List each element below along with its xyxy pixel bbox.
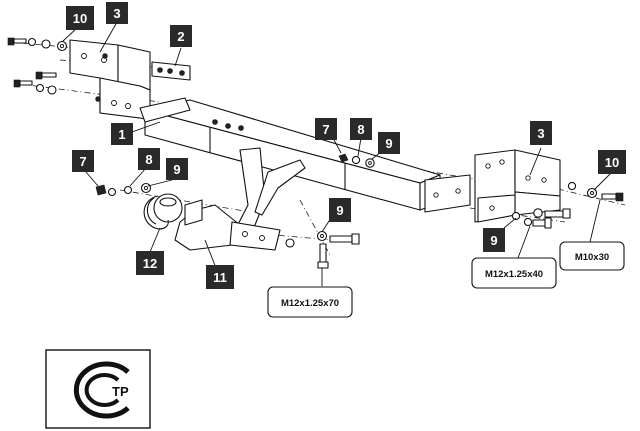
callout-1: 1 xyxy=(111,123,133,145)
certification-mark-icon: ТР xyxy=(45,349,151,429)
spec-box-m12x70: M12x1.25x70 xyxy=(267,286,353,318)
callout-2: 2 xyxy=(170,25,192,47)
callout-10-right: 10 xyxy=(598,150,626,174)
svg-text:9: 9 xyxy=(336,203,343,218)
svg-text:10: 10 xyxy=(73,11,87,26)
svg-text:11: 11 xyxy=(213,270,227,285)
callout-8-left: 8 xyxy=(138,148,160,170)
callout-11: 11 xyxy=(206,265,234,289)
callout-12: 12 xyxy=(136,251,164,275)
spec-box-m10x30: M10x30 xyxy=(559,241,625,271)
left-mounting-bracket xyxy=(69,39,151,121)
svg-text:1: 1 xyxy=(118,127,125,142)
svg-text:9: 9 xyxy=(173,162,180,177)
callout-7-left: 7 xyxy=(72,150,94,172)
safety-loop xyxy=(143,195,169,230)
svg-text:8: 8 xyxy=(145,152,152,167)
callout-3-right: 3 xyxy=(530,121,552,145)
svg-text:M12x1.25x40: M12x1.25x40 xyxy=(485,269,543,280)
callout-3-left: 3 xyxy=(106,2,128,24)
svg-text:12: 12 xyxy=(143,256,157,271)
spec-box-m12x40: M12x1.25x40 xyxy=(471,257,557,289)
svg-text:7: 7 xyxy=(79,154,86,169)
clamp-plate xyxy=(151,61,191,81)
towball-neck-and-bracket xyxy=(153,147,306,251)
svg-text:2: 2 xyxy=(177,29,184,44)
callout-10-top-left: 10 xyxy=(66,6,94,30)
svg-text:3: 3 xyxy=(113,6,120,21)
callout-9-top: 9 xyxy=(378,132,400,154)
svg-text:10: 10 xyxy=(605,155,619,170)
callout-9-right: 9 xyxy=(483,228,505,252)
fasteners xyxy=(7,37,624,269)
right-mounting-bracket xyxy=(474,149,561,223)
svg-text:M10x30: M10x30 xyxy=(575,252,609,263)
callout-9-left: 9 xyxy=(166,158,188,180)
svg-text:3: 3 xyxy=(537,126,544,141)
main-cross-beam xyxy=(139,97,471,213)
svg-text:9: 9 xyxy=(490,233,497,248)
svg-text:9: 9 xyxy=(385,136,392,151)
svg-text:M12x1.25x70: M12x1.25x70 xyxy=(281,298,339,309)
callout-9-centre: 9 xyxy=(329,198,351,222)
callout-7-top: 7 xyxy=(315,118,337,140)
svg-text:8: 8 xyxy=(357,122,364,137)
svg-text:7: 7 xyxy=(322,122,329,137)
callout-8-top: 8 xyxy=(350,118,372,140)
svg-text:ТР: ТР xyxy=(112,384,129,399)
